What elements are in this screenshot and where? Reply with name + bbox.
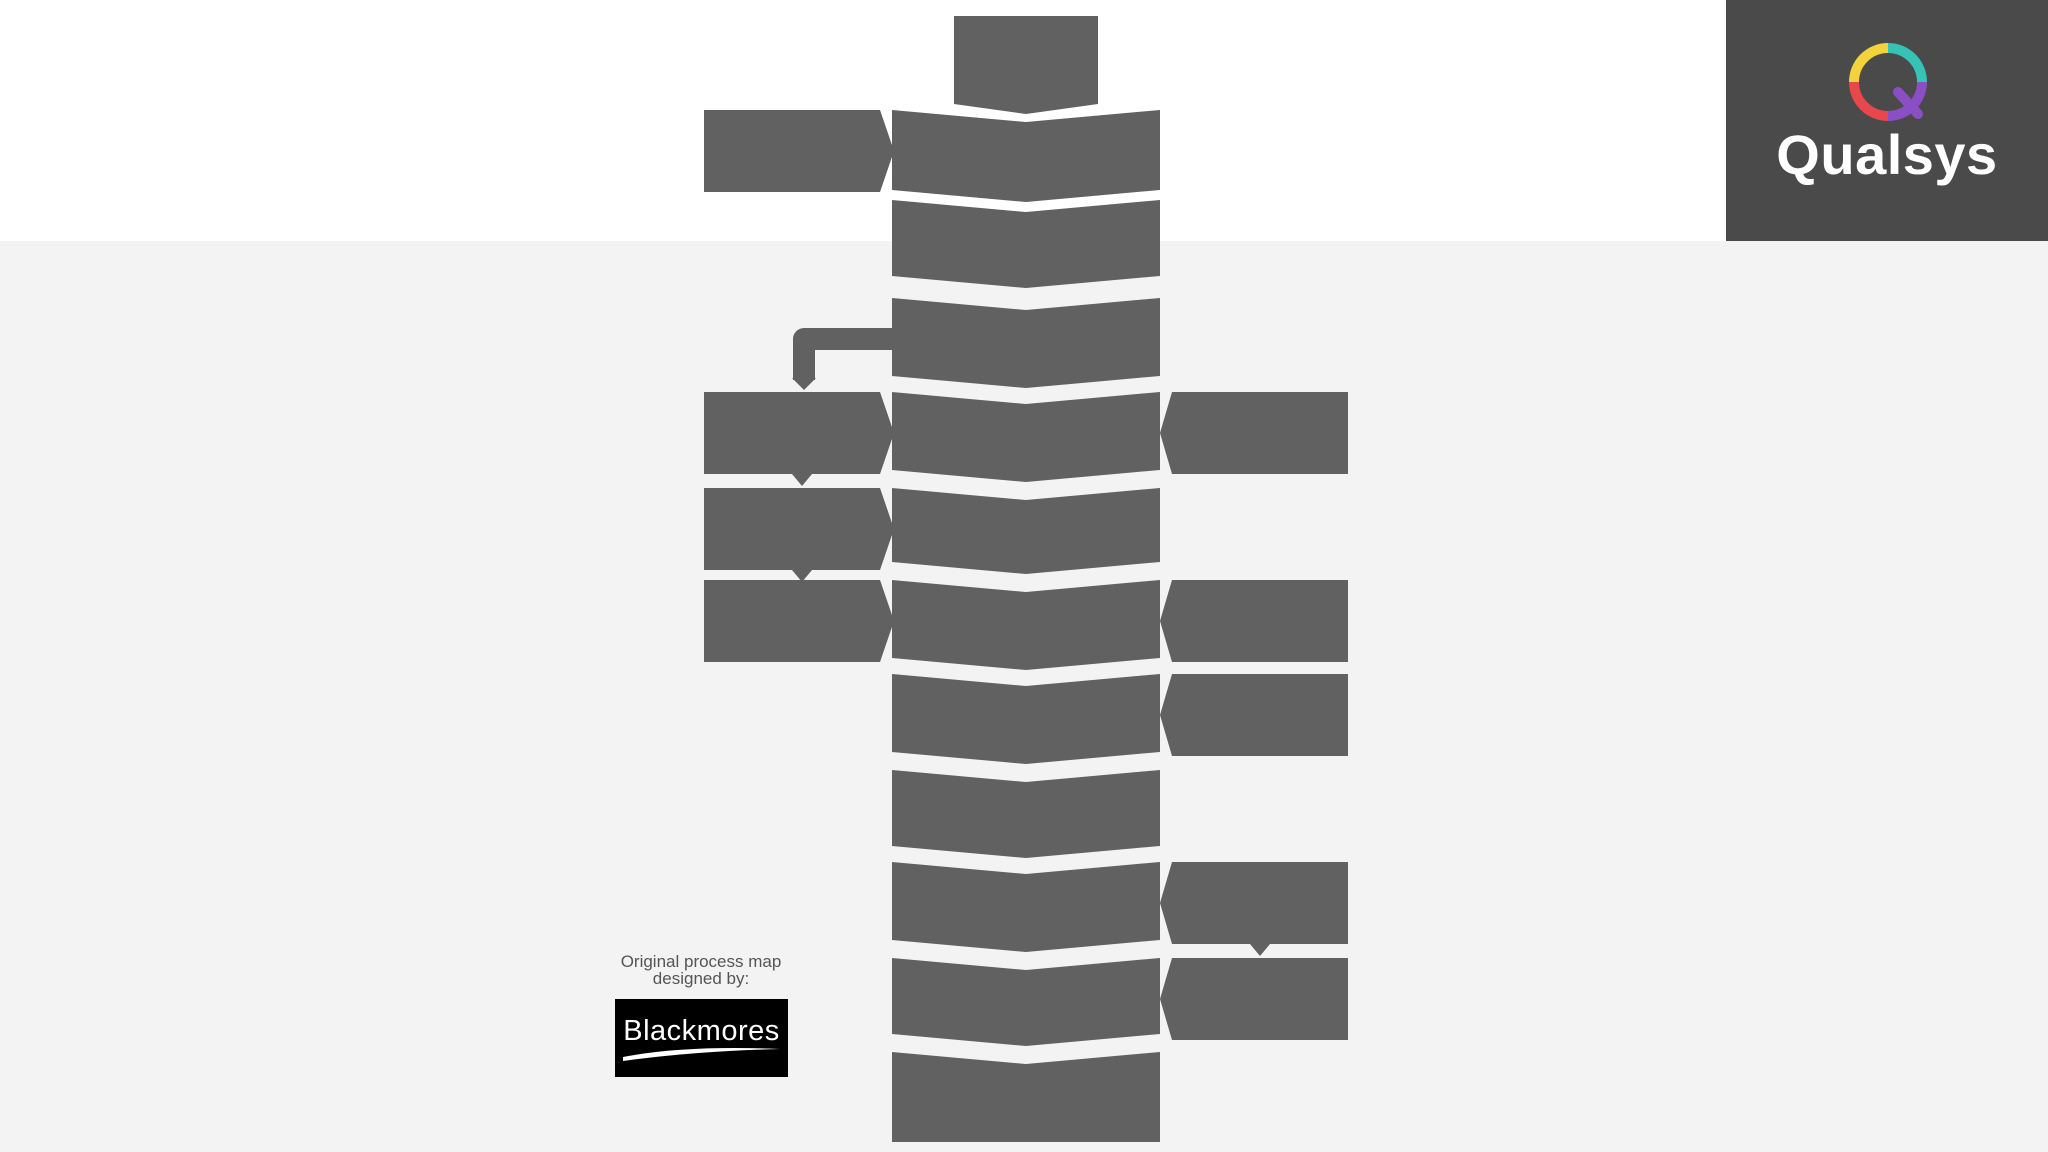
right-output-5-box xyxy=(1160,958,1348,1040)
brand-panel: Qualsys xyxy=(1726,0,2048,241)
step-11-box xyxy=(892,1052,1160,1142)
left-output-2-box xyxy=(704,392,894,486)
qualsys-logo-icon xyxy=(1849,43,1927,121)
step-4-box xyxy=(892,392,1160,482)
right-output-2-box xyxy=(1160,580,1348,662)
credit-caption: Original process map designed by: xyxy=(620,952,782,988)
blackmores-logo: Blackmores xyxy=(615,999,788,1077)
step-9-box xyxy=(892,862,1160,952)
logo-swoosh-icon xyxy=(623,1048,780,1061)
brand-name: Qualsys xyxy=(1776,123,1998,186)
left-output-3-box xyxy=(704,488,894,582)
step-6-box xyxy=(892,580,1160,670)
step-10-box xyxy=(892,958,1160,1046)
step-5-box xyxy=(892,488,1160,574)
step-7-box xyxy=(892,674,1160,764)
start-box xyxy=(954,16,1098,114)
right-output-3-box xyxy=(1160,674,1348,756)
left-output-4-box xyxy=(704,580,894,662)
step-2-box xyxy=(892,200,1160,288)
step-3-box xyxy=(892,298,1160,388)
right-output-1-box xyxy=(1160,392,1348,474)
step-1-box xyxy=(892,110,1160,202)
step-8-box xyxy=(892,770,1160,858)
left-output-1-box xyxy=(704,110,894,192)
right-output-4-box xyxy=(1160,862,1348,956)
connector-line xyxy=(793,328,892,380)
blackmores-logo-text: Blackmores xyxy=(623,1015,780,1047)
connector-arrow-icon xyxy=(792,378,816,390)
